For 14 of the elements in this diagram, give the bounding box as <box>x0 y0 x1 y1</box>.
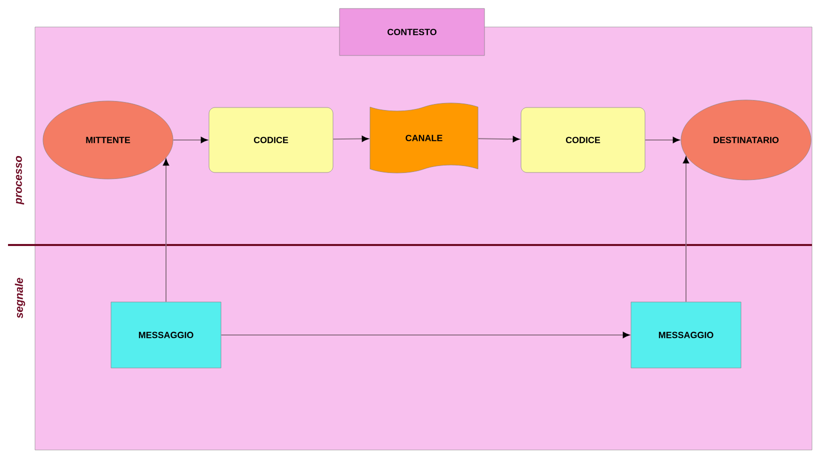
process-box: CODICE <box>208 107 334 173</box>
arrow <box>332 136 369 142</box>
arrow <box>162 158 170 302</box>
lane-label: processo <box>16 156 24 205</box>
context-box: CONTESTO <box>339 8 485 56</box>
arrow <box>644 136 680 144</box>
arrow <box>172 136 208 144</box>
message-box: MESSAGGIO <box>630 302 742 368</box>
message-box: MESSAGGIO <box>110 302 222 368</box>
lane-label: segnale <box>14 278 26 318</box>
arrow <box>478 136 520 142</box>
process-box: CODICE <box>520 107 646 173</box>
arrow <box>220 332 630 338</box>
arrow <box>682 156 690 302</box>
